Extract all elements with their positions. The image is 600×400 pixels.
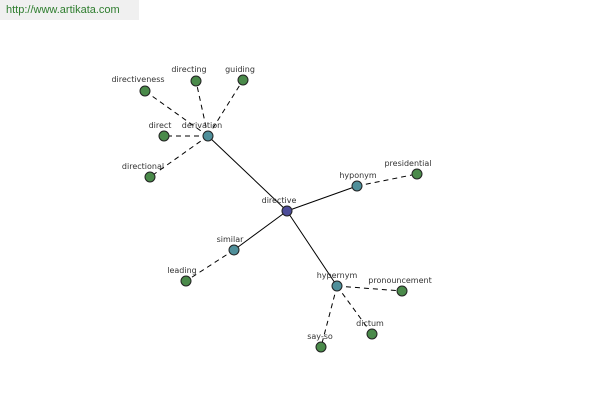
node-directional[interactable] [144, 171, 156, 183]
edge-derivation-directing [195, 80, 209, 137]
node-similar[interactable] [228, 244, 240, 256]
edge-directive-hypernym [286, 210, 338, 287]
node-label-directive: directive [262, 196, 297, 205]
edge-derivation-guiding [207, 79, 244, 137]
watermark-url: http://www.artikata.com [0, 0, 139, 20]
node-pronouncement[interactable] [396, 285, 408, 297]
node-label-presidential: presidential [384, 159, 431, 168]
node-directiveness[interactable] [139, 85, 151, 97]
edge-similar-leading [185, 249, 235, 282]
node-direct[interactable] [158, 130, 170, 142]
edge-directive-derivation [207, 135, 288, 212]
node-label-similar: similar [217, 235, 245, 244]
node-hyponym[interactable] [351, 180, 363, 192]
edge-derivation-directiveness [144, 90, 209, 137]
node-label-derivation: derivation [182, 121, 222, 130]
edge-directive-similar [233, 210, 288, 251]
edge-derivation-directional [149, 135, 209, 178]
node-label-pronouncement: pronouncement [368, 276, 431, 285]
labels-layer: directive derivation hyponym similar hyperny… [111, 65, 431, 341]
edges-layer [144, 79, 418, 348]
node-label-say-so: say-so [307, 332, 333, 341]
node-say-so[interactable] [315, 341, 327, 353]
node-label-direct: direct [149, 121, 172, 130]
node-directive[interactable] [281, 205, 293, 217]
node-label-directional: directional [122, 162, 164, 171]
node-hypernym[interactable] [331, 280, 343, 292]
edge-hypernym-say-so [320, 285, 338, 348]
nodes-layer [139, 74, 423, 353]
edge-hypernym-pronouncement [336, 285, 403, 292]
edge-hyponym-presidential [356, 173, 418, 187]
node-label-directing: directing [171, 65, 206, 74]
node-directing[interactable] [190, 75, 202, 87]
node-dictum[interactable] [366, 328, 378, 340]
node-label-dictum: dictum [356, 319, 384, 328]
node-label-hypernym: hypernym [317, 271, 358, 280]
node-label-directiveness: directiveness [111, 75, 164, 84]
edge-directive-hyponym [286, 185, 358, 212]
node-guiding[interactable] [237, 74, 249, 86]
node-label-guiding: guiding [225, 65, 255, 74]
node-label-leading: leading [167, 266, 197, 275]
node-derivation[interactable] [202, 130, 214, 142]
node-presidential[interactable] [411, 168, 423, 180]
node-label-hyponym: hyponym [339, 171, 377, 180]
node-leading[interactable] [180, 275, 192, 287]
edge-hypernym-dictum [336, 285, 373, 335]
